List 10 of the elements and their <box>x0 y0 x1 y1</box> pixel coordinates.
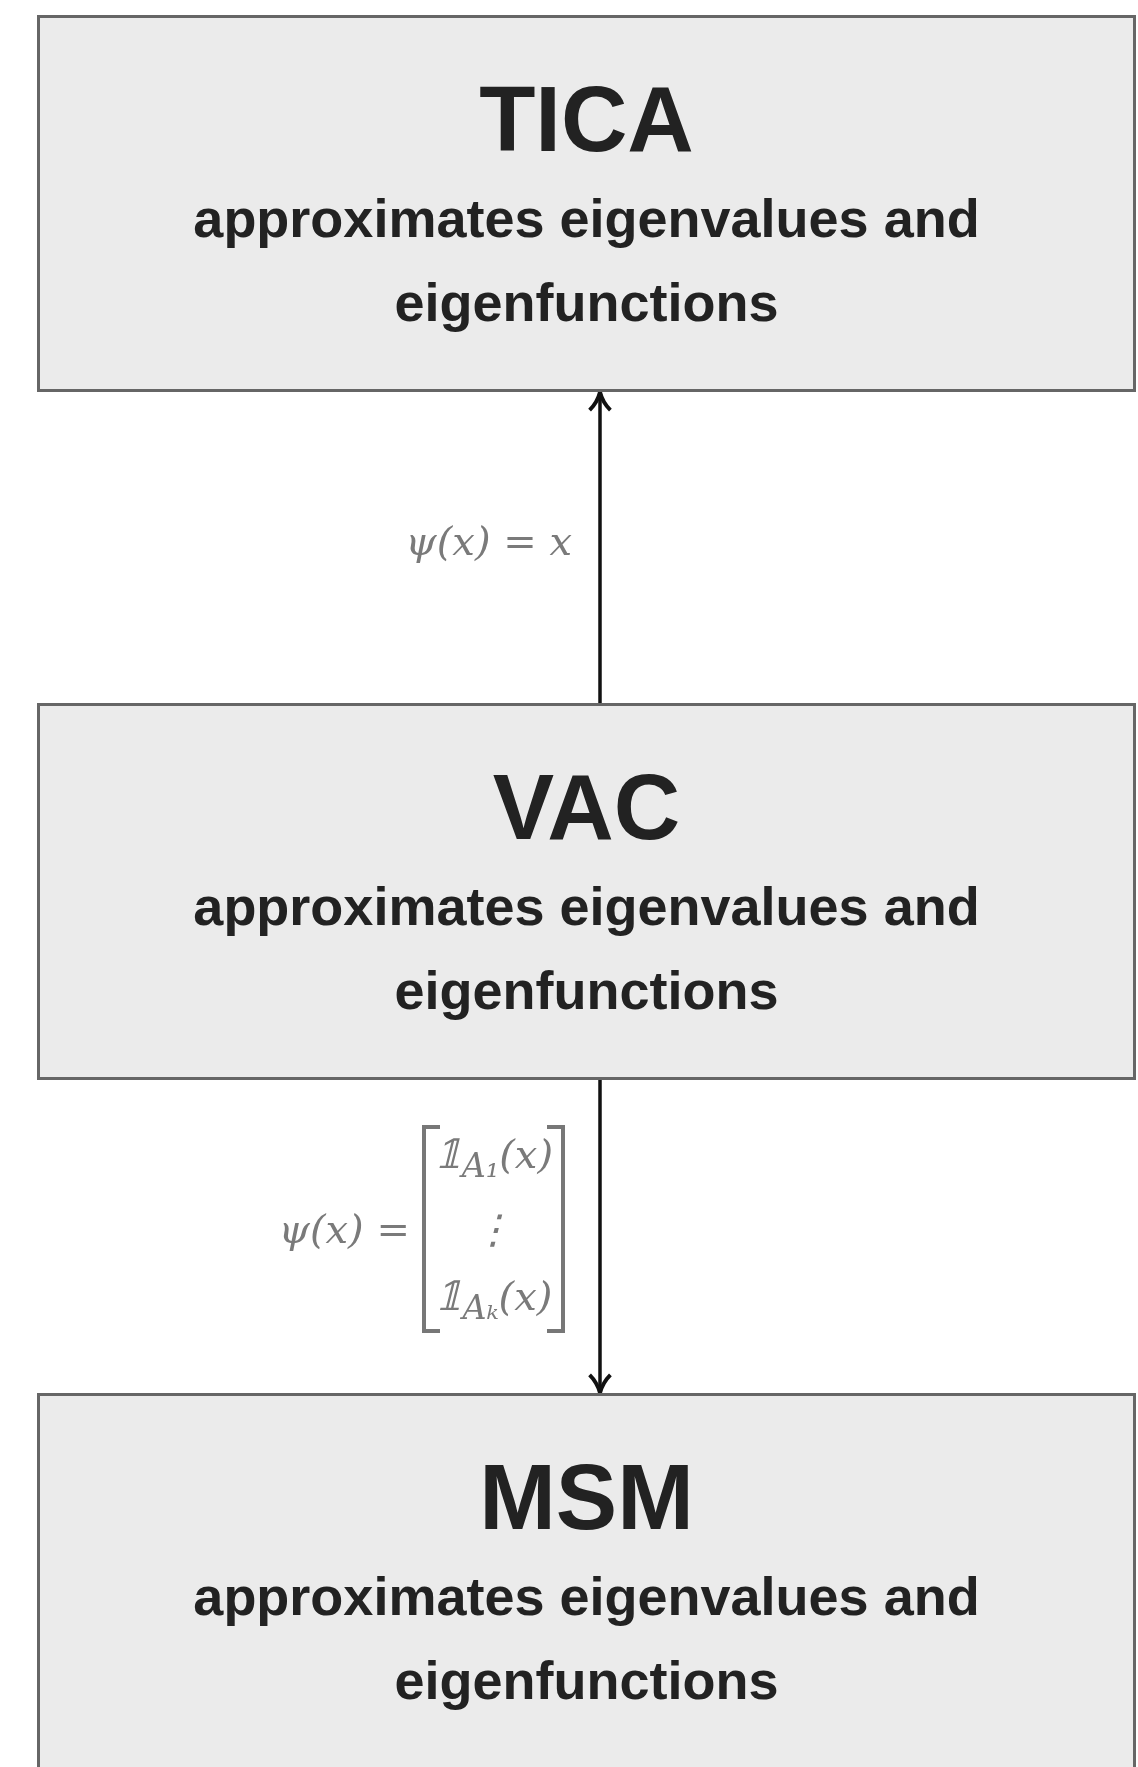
box-title: MSM <box>479 1451 694 1543</box>
process-box <box>37 15 1136 392</box>
box-title: TICA <box>479 73 694 165</box>
box-title: VAC <box>492 761 681 853</box>
process-box <box>37 1393 1136 1767</box>
edge-label: ψ(x) = x <box>405 518 572 564</box>
box-description: approximates eigenvalues and eigenfunctions <box>192 187 981 334</box>
process-box <box>37 703 1136 1080</box>
box-description: approximates eigenvalues and eigenfunctions <box>192 875 981 1022</box>
box-description: approximates eigenvalues and eigenfunctions <box>192 1565 981 1712</box>
